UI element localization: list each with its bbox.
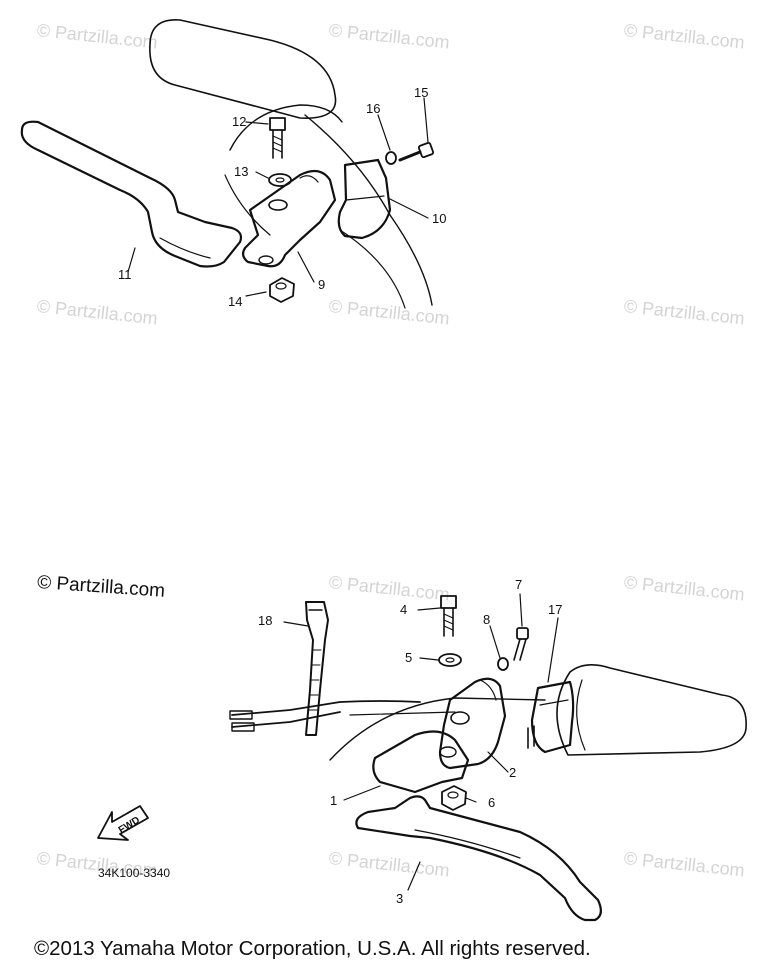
callout-15: 15 — [414, 85, 429, 100]
callout-7: 7 — [515, 577, 523, 592]
washer-13 — [268, 173, 292, 187]
forward-arrow-icon — [97, 805, 149, 841]
switch-17 — [527, 680, 575, 754]
diagram-part-code: 34K100-3340 — [98, 866, 171, 880]
bottom-handlebar-grip — [556, 664, 747, 756]
nut-6 — [441, 785, 467, 811]
bottom-assembly — [97, 593, 747, 922]
bolt-12 — [269, 117, 286, 159]
handlebar-bar — [329, 697, 546, 761]
bolt-4 — [440, 595, 457, 637]
callout-5: 5 — [405, 650, 413, 665]
screw-7 — [513, 627, 529, 661]
top-handlebar-bar — [304, 114, 433, 306]
nut-14 — [269, 277, 295, 303]
callout-13: 13 — [234, 164, 249, 179]
brake-lever-3 — [355, 795, 602, 922]
callout-12: 12 — [232, 114, 247, 129]
callout-8: 8 — [483, 612, 491, 627]
top-handlebar-grip — [149, 19, 337, 119]
callout-11: 11 — [118, 267, 132, 282]
callout-9: 9 — [318, 277, 326, 292]
callout-17: 17 — [548, 602, 563, 617]
callout-6: 6 — [488, 795, 496, 810]
callout-3: 3 — [396, 891, 404, 906]
cable-strap-18 — [305, 601, 329, 736]
callout-1: 1 — [330, 793, 338, 808]
callout-4: 4 — [400, 602, 408, 617]
copyright-notice: ©2013 Yamaha Motor Corporation, U.S.A. A… — [34, 937, 591, 960]
callout-16: 16 — [366, 101, 381, 116]
clutch-lever-11 — [20, 120, 243, 268]
lever-bracket-2 — [438, 677, 507, 770]
washer-5 — [438, 653, 462, 667]
callout-18: 18 — [258, 613, 273, 628]
top-assembly — [20, 19, 435, 309]
washer-8 — [497, 657, 509, 671]
clamp-10 — [337, 158, 392, 240]
callout-10: 10 — [432, 211, 447, 226]
callout-2: 2 — [509, 765, 517, 780]
screw-15 — [398, 141, 435, 162]
lever-holder-1 — [372, 730, 470, 794]
lever-bracket-9 — [241, 169, 337, 268]
washer-16 — [385, 151, 397, 165]
callout-14: 14 — [228, 294, 243, 309]
switch-wire — [231, 700, 421, 716]
